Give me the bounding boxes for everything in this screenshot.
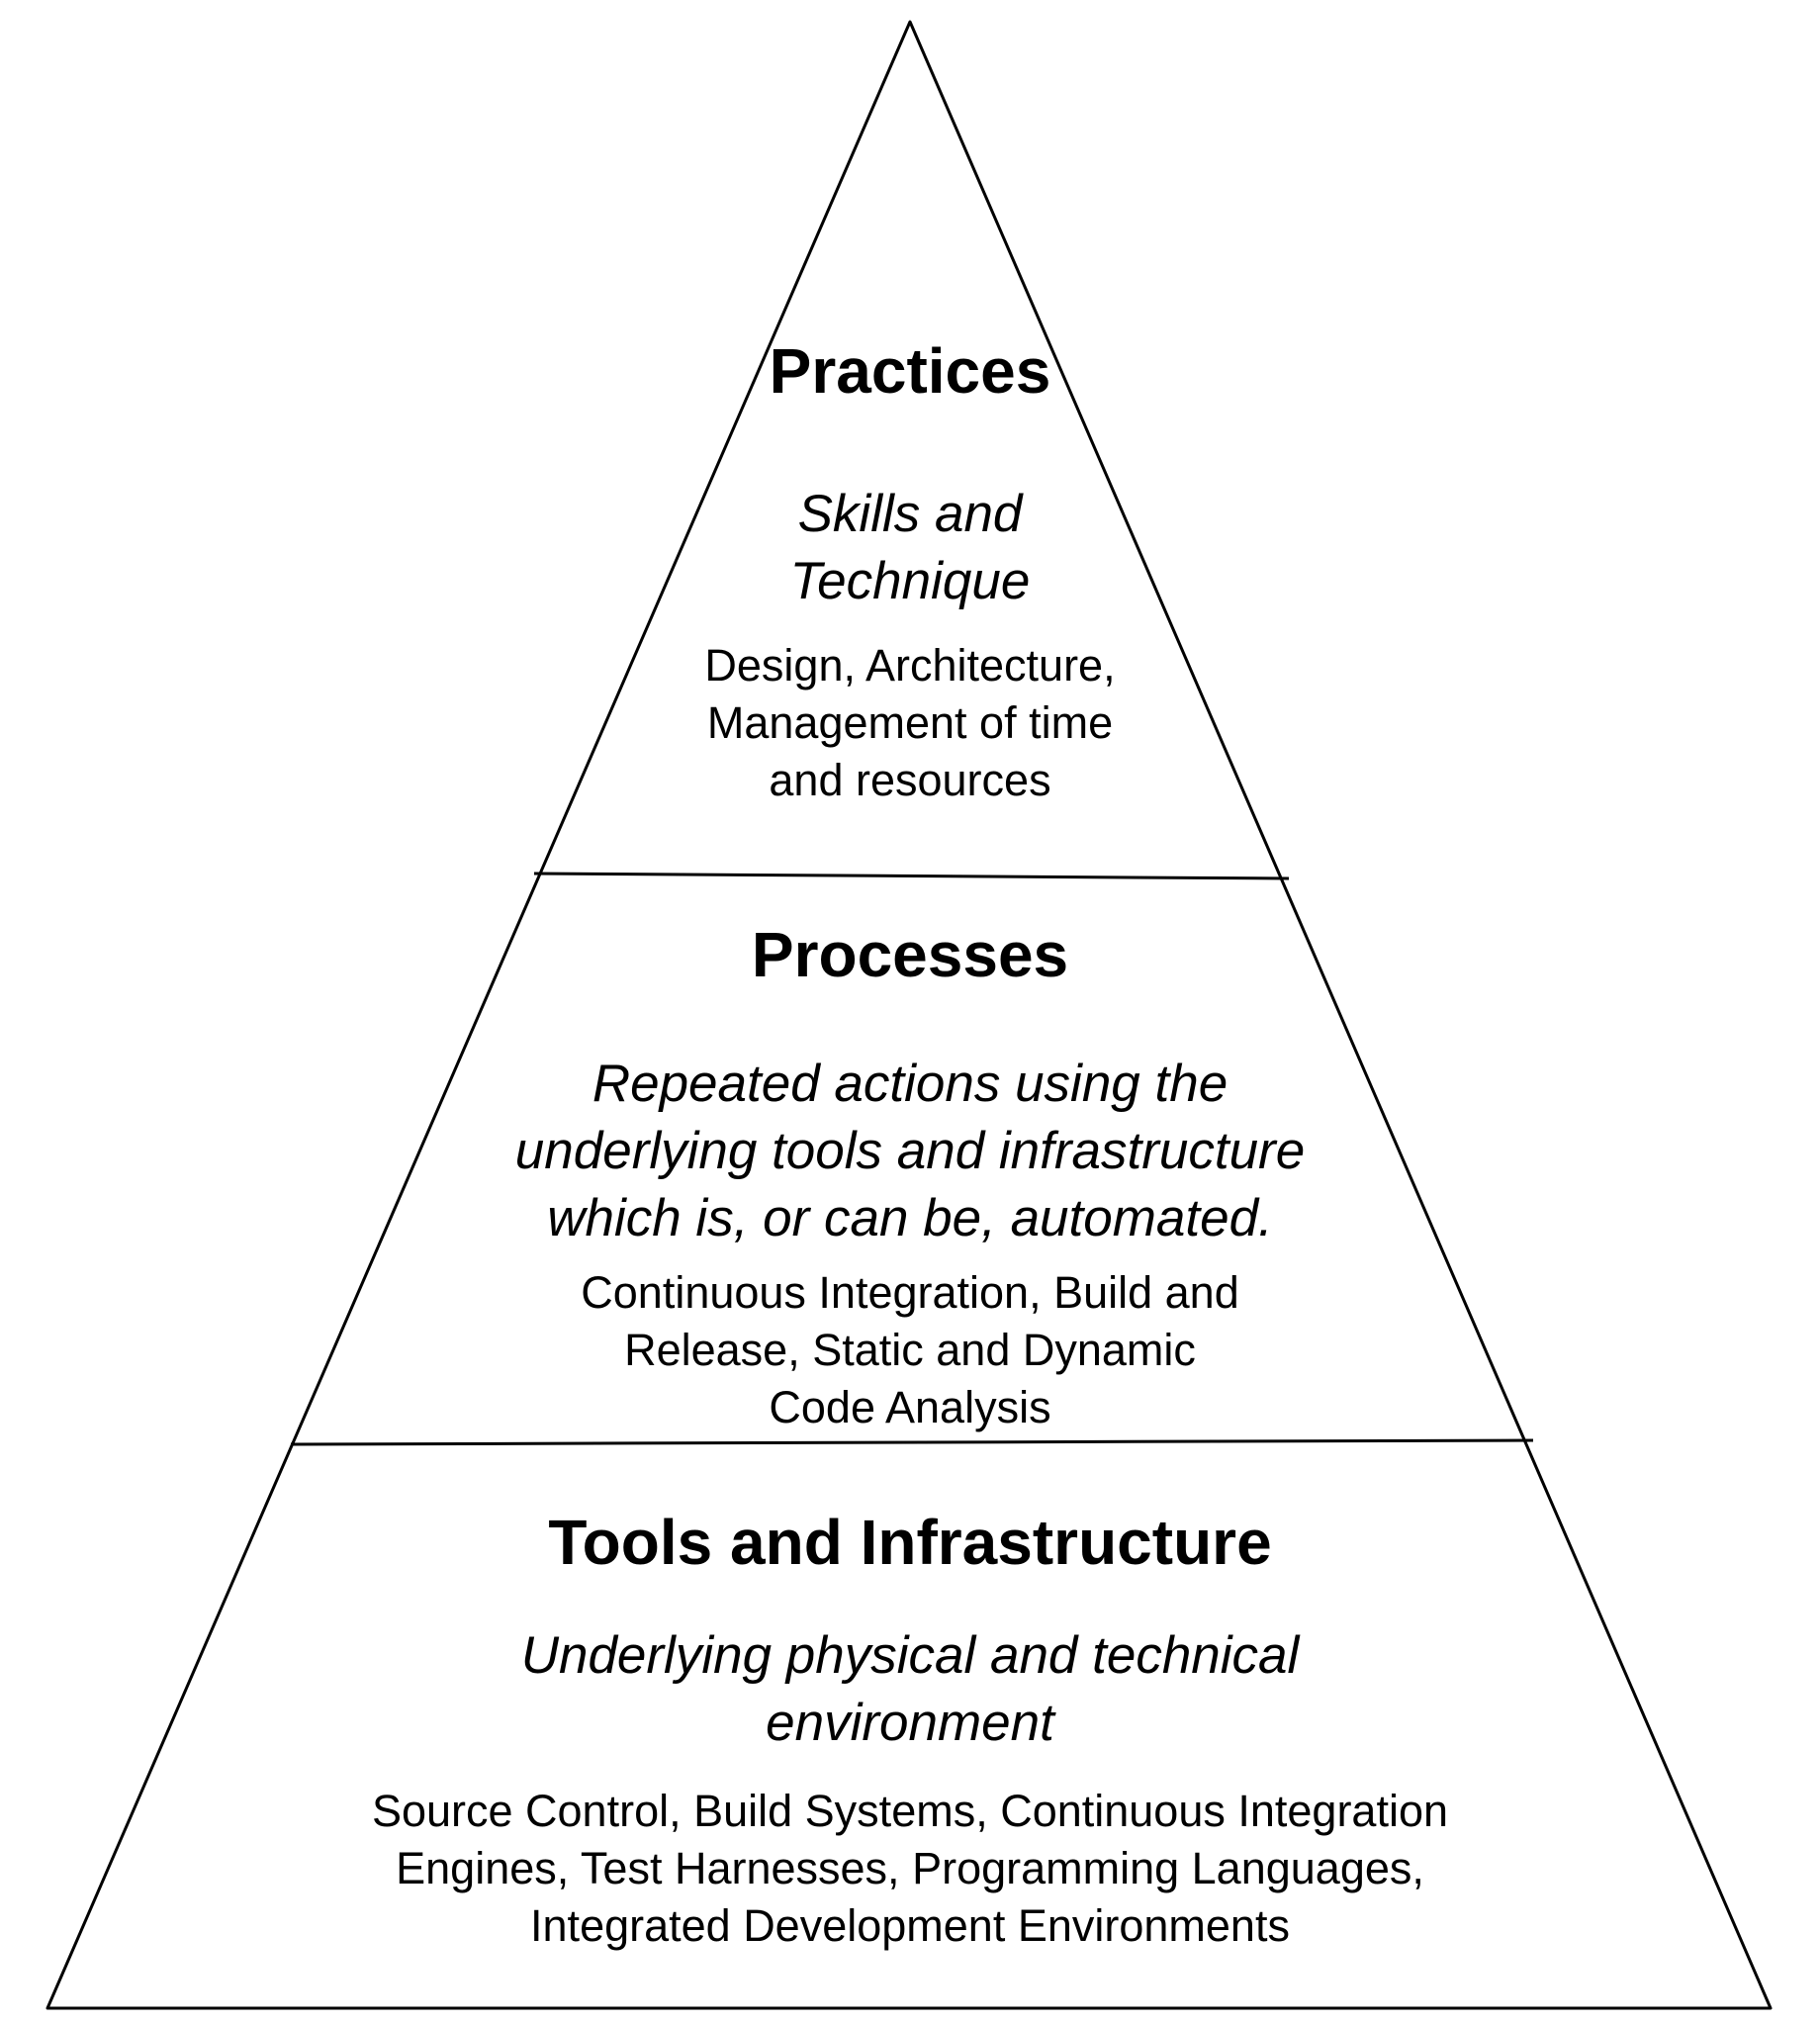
processes-subtitle: Repeated actions using the underlying to…	[0, 1051, 1820, 1252]
processes-title: Processes	[751, 919, 1069, 990]
practices-detail-line: and resources	[769, 755, 1051, 805]
processes-detail-line: Code Analysis	[769, 1382, 1051, 1432]
practices-subtitle: Skills and Technique	[0, 481, 1820, 615]
tier-divider-bottom	[290, 1438, 1534, 1446]
processes-detail-line: Release, Static and Dynamic	[624, 1325, 1196, 1375]
practices-subtitle-line: Technique	[789, 552, 1031, 610]
tools-detail-line: Source Control, Build Systems, Continuou…	[371, 1786, 1449, 1836]
processes-detail: Continuous Integration, Build and Releas…	[0, 1264, 1820, 1436]
tools-detail-line: Integrated Development Environments	[530, 1900, 1290, 1951]
practices-detail: Design, Architecture, Management of time…	[0, 637, 1820, 809]
processes-detail-line: Continuous Integration, Build and	[581, 1267, 1239, 1318]
tools-detail-line: Engines, Test Harnesses, Programming Lan…	[396, 1843, 1424, 1893]
pyramid-outline	[46, 20, 1773, 2010]
tools-title: Tools and Infrastructure	[548, 1507, 1272, 1578]
tools-subtitle-line: environment	[766, 1694, 1054, 1752]
processes-subtitle-line: which is, or can be, automated.	[547, 1189, 1273, 1247]
practices-title: Practices	[769, 335, 1051, 407]
tools-subtitle: Underlying physical and technical enviro…	[0, 1622, 1820, 1757]
tools-detail: Source Control, Build Systems, Continuou…	[0, 1783, 1820, 1955]
processes-subtitle-line: underlying tools and infrastructure	[514, 1122, 1306, 1180]
processes-subtitle-line: Repeated actions using the	[592, 1055, 1228, 1113]
tools-subtitle-line: Underlying physical and technical	[520, 1626, 1300, 1685]
practices-detail-line: Design, Architecture,	[704, 640, 1116, 691]
practices-subtitle-line: Skills and	[797, 485, 1023, 543]
practices-detail-line: Management of time	[706, 697, 1114, 748]
tier-divider-top	[533, 872, 1290, 880]
